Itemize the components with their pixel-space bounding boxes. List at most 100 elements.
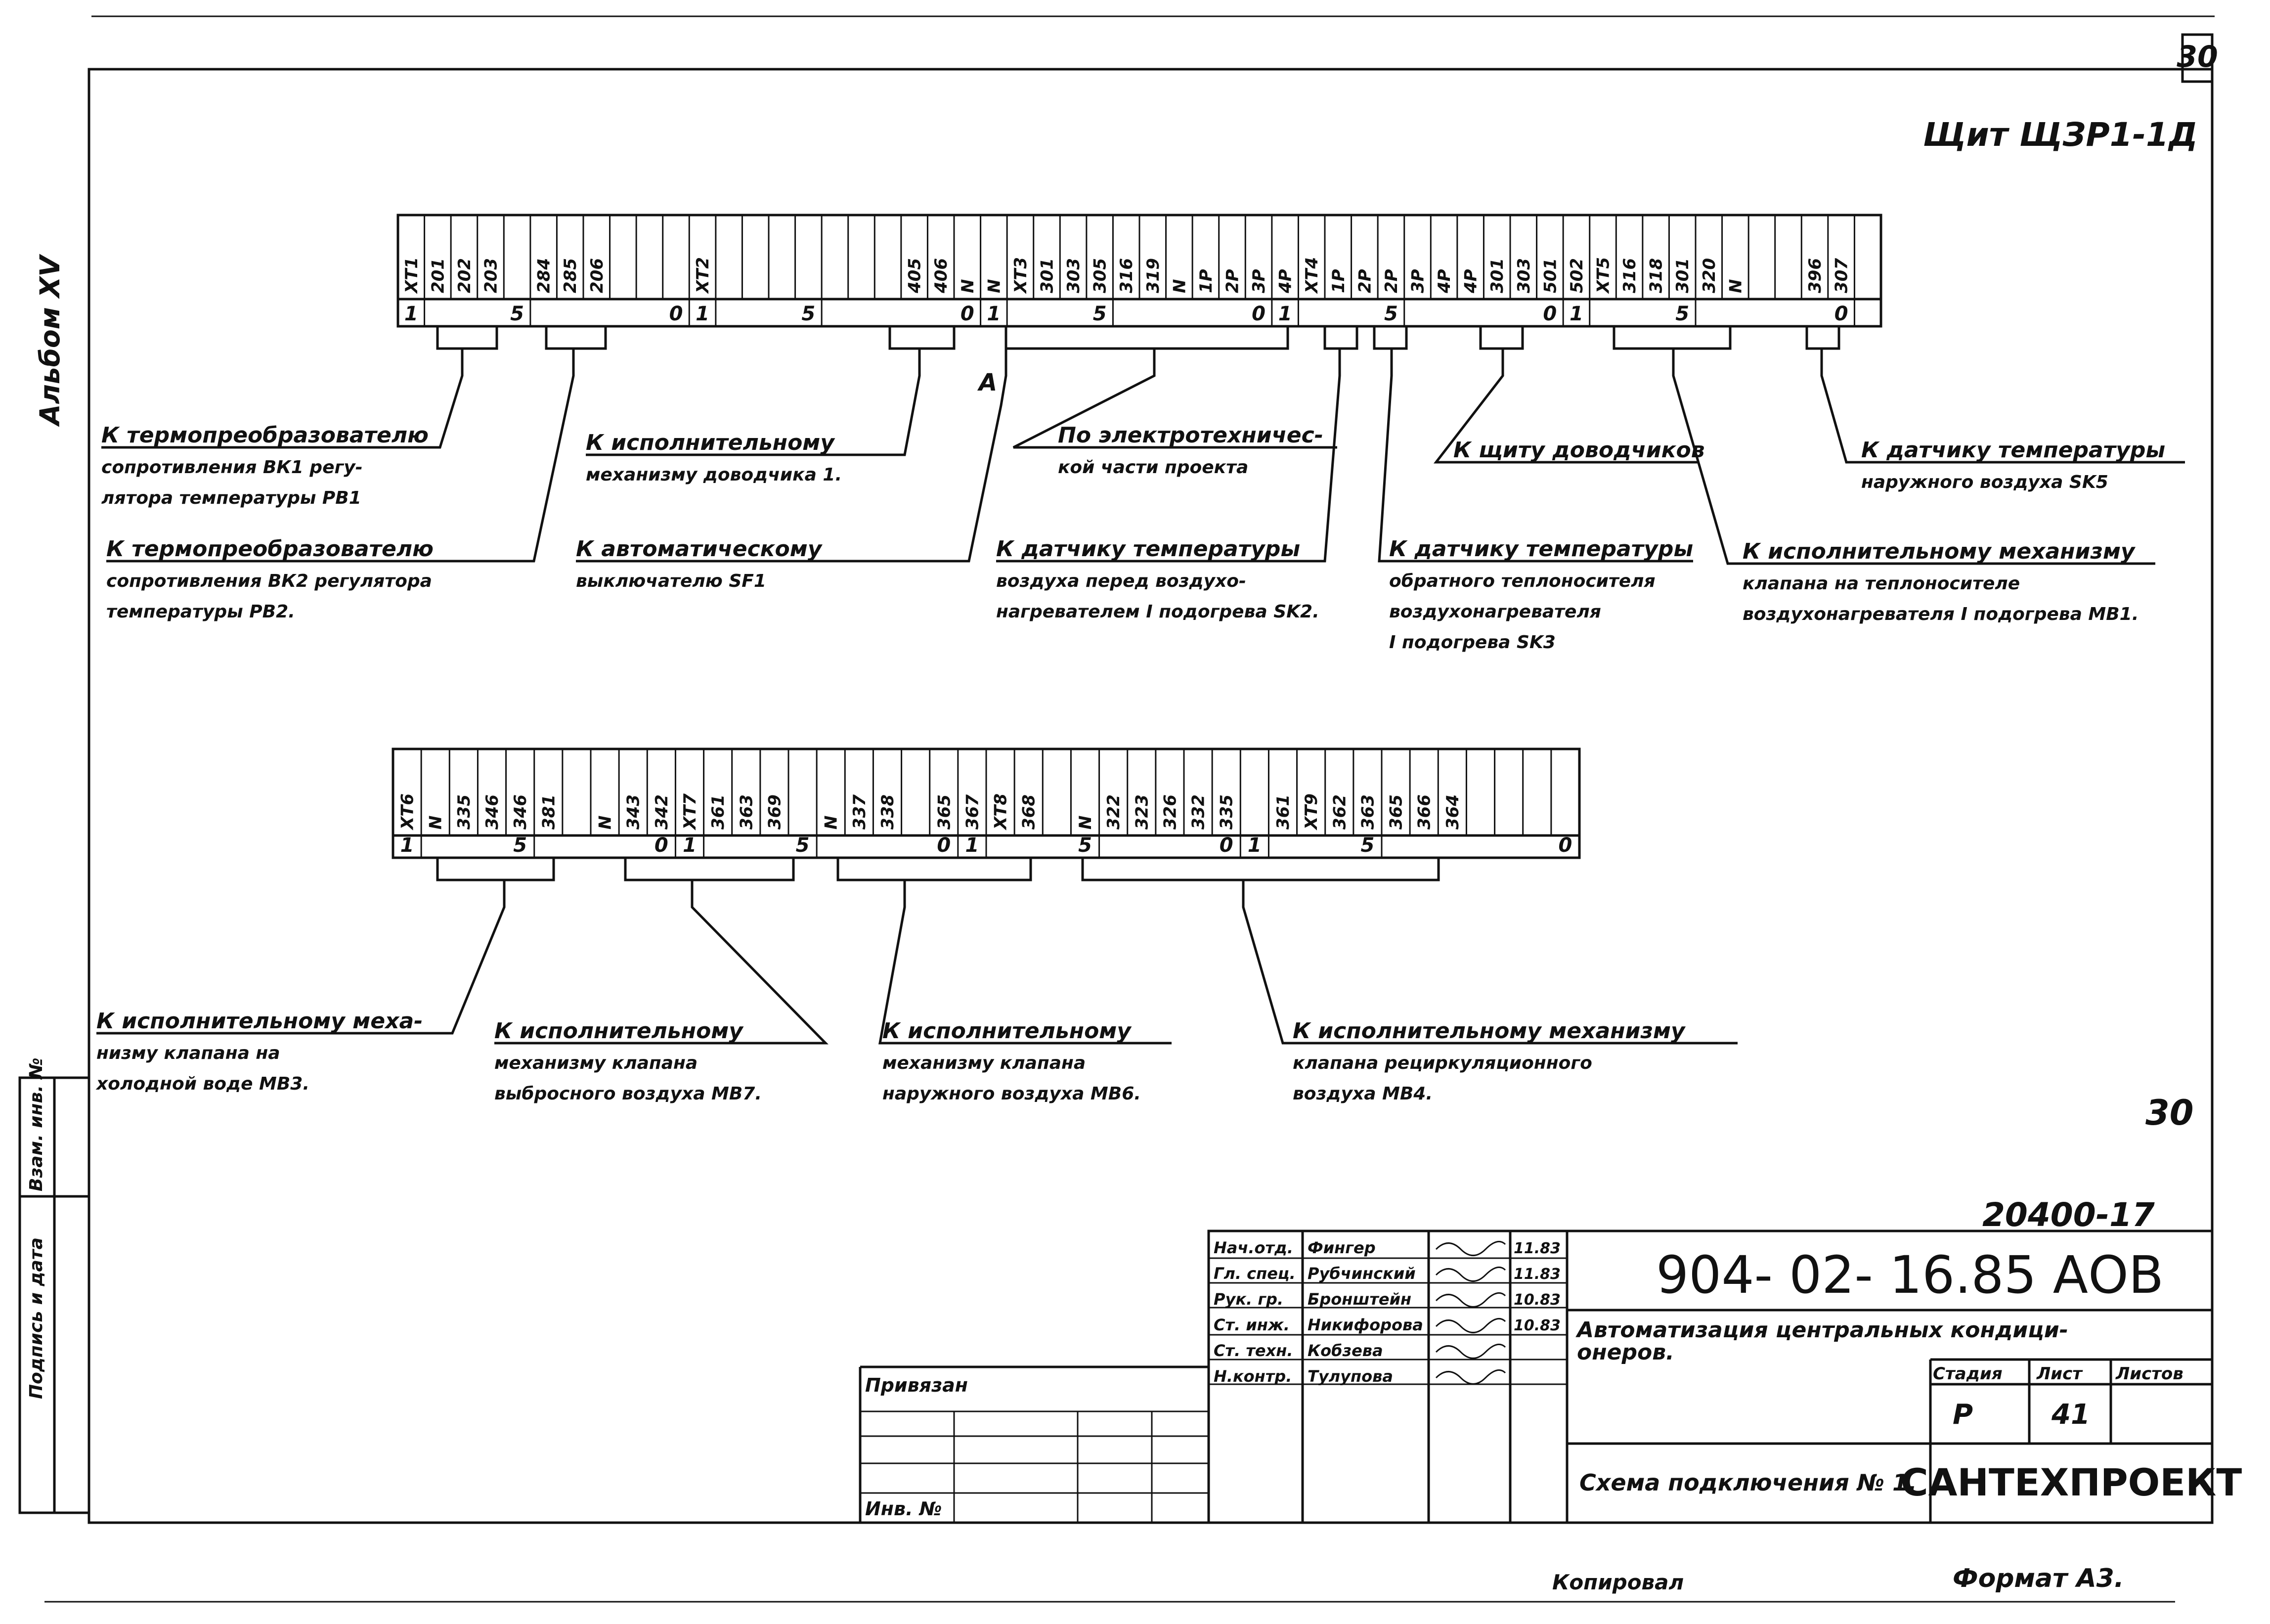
lower-terminal-label: 343 [624, 794, 644, 830]
cable-bundle-12 [836, 856, 1032, 881]
stage-value: Р [1953, 1399, 1973, 1431]
callout-c2-line: температуры РВ2. [106, 602, 295, 622]
drawing-code: 20400-17 [1982, 1196, 2155, 1234]
lower-terminal-label: XT8 [991, 793, 1011, 831]
upper-terminal-label: 3P [1408, 269, 1428, 293]
staff-date: 11.83 [1514, 1266, 1561, 1283]
lower-terminal-number: 1 [965, 834, 979, 857]
mid-page-number: 30 [2145, 1093, 2193, 1133]
callout-c2-line: К термопреобразователю [106, 536, 434, 562]
upper-terminal-number: 5 [1384, 303, 1398, 325]
upper-terminal-label: 316 [1620, 258, 1640, 293]
lower-terminal-label: 362 [1330, 794, 1350, 830]
lower-terminal-label: XT6 [398, 793, 418, 831]
title-block-frame [1207, 1229, 2214, 1524]
lower-terminal-number: 0 [1559, 834, 1572, 857]
upper-terminal-label: 405 [905, 258, 925, 294]
upper-terminal-label: N [1170, 279, 1189, 293]
lower-terminal-number: 5 [1361, 834, 1375, 857]
callout-d1-line: низму клапана на [96, 1043, 280, 1063]
callout-d4-line: воздуха МВ4. [1293, 1084, 1433, 1104]
lower-terminal-label: 365 [1387, 794, 1406, 830]
callout-d1-line: К исполнительному меха- [96, 1009, 423, 1034]
upper-terminal-label: XT3 [1011, 257, 1031, 294]
side-stamp-signature: Подпись и дата [26, 1237, 46, 1399]
lower-terminal-label: 337 [850, 794, 870, 830]
callout-d2-line: механизму клапана [494, 1053, 698, 1073]
lower-terminal-label: 346 [482, 794, 502, 830]
upper-terminal-label: XT4 [1302, 257, 1322, 294]
upper-terminal-number: 0 [1252, 303, 1266, 325]
callout-c4-line: К автоматическому [576, 536, 823, 562]
sheets-label: Листов [2115, 1364, 2183, 1384]
lower-terminal-label: 335 [454, 794, 474, 830]
callout-c6-line: нагревателем I подогрева SK2. [996, 602, 1319, 622]
callout-d3-line: механизму клапана [882, 1053, 1086, 1073]
side-stamp: Подпись и дата Взам. инв. № [18, 1057, 90, 1514]
lower-terminal-number: 0 [655, 834, 668, 857]
lower-terminal-number: 5 [796, 834, 810, 857]
upper-terminal-label: 203 [481, 258, 501, 293]
callout-c3-line: К исполнительному [586, 430, 835, 455]
lower-terminal-label: N [1076, 816, 1095, 830]
lower-terminal-label: 364 [1443, 794, 1463, 830]
lower-terminal-number: 0 [937, 834, 951, 857]
upper-terminal-label: 396 [1805, 258, 1825, 293]
lower-leaders [96, 856, 1738, 1045]
page-number-box [2181, 33, 2214, 83]
callout-c8-line: воздухонагревателя [1389, 602, 1601, 622]
upper-terminal-label: 501 [1540, 258, 1560, 293]
upper-terminal-label: 1P [1196, 269, 1216, 293]
upper-terminal-label: 4P [1276, 269, 1296, 294]
lower-terminal-label: 322 [1104, 794, 1124, 830]
staff-role: Ст. инж. [1214, 1316, 1290, 1334]
callout-c8-line: I подогрева SK3 [1389, 632, 1556, 653]
cable-bundle-1 [436, 325, 498, 350]
lower-terminal-number: 5 [513, 834, 527, 857]
upper-terminal-label: XT5 [1594, 257, 1614, 294]
leader-d2 [494, 880, 829, 1045]
callout-c6-line: воздуха перед воздухо- [996, 571, 1246, 591]
privyazan-label: Привязан [865, 1374, 968, 1396]
staff-name: Рубчинский [1308, 1264, 1416, 1283]
lower-terminal-number: 1 [1248, 834, 1262, 857]
upper-terminal-label: 4P [1435, 269, 1454, 294]
upper-terminal-label: 305 [1091, 258, 1110, 293]
lower-terminal-label: 323 [1132, 794, 1152, 830]
callout-c5-line: По электротехничес- [1058, 423, 1323, 448]
upper-terminal-label: 320 [1700, 258, 1719, 293]
leader-c10 [1672, 349, 2155, 565]
upper-terminal-number: 1 [1278, 303, 1292, 325]
lower-terminal-label: N [596, 816, 615, 830]
leader-d4 [1242, 880, 1738, 1045]
callout-c1-line: К термопреобразователю [101, 423, 429, 448]
staff-role: Рук. гр. [1214, 1290, 1283, 1309]
callout-c6-line: К датчику температуры [996, 536, 1300, 562]
lower-terminal-number: 5 [1078, 834, 1092, 857]
callout-c4-line: выключателю SF1 [576, 571, 766, 591]
callout-c3-line: механизму доводчика 1. [586, 465, 842, 485]
lower-terminal-label: 363 [1358, 794, 1378, 830]
staff-role: Гл. спец. [1214, 1264, 1296, 1283]
callout-c5-line: кой части проекта [1058, 457, 1248, 478]
upper-terminal-label: 206 [587, 258, 607, 293]
organization: САНТЕХПРОЕКТ [1901, 1460, 2242, 1504]
lower-terminal-label: XT7 [680, 793, 700, 831]
sheet-label: Лист [2036, 1364, 2083, 1384]
upper-terminal-label: 2P [1355, 269, 1375, 293]
callout-c10-line: К исполнительному механизму [1743, 539, 2136, 564]
lower-terminal-label: 361 [1273, 794, 1293, 830]
side-stamp-inventory: Взам. инв. № [26, 1057, 46, 1191]
upper-terminal-label: 2P [1382, 269, 1401, 293]
inventory-label: Инв. № [865, 1498, 942, 1520]
upper-terminal-label: 3P [1249, 269, 1269, 293]
staff-name: Никифорова [1308, 1316, 1423, 1334]
staff-date: 10.83 [1514, 1291, 1561, 1309]
title-block [859, 1229, 2214, 1524]
upper-terminal-label: 502 [1567, 258, 1587, 293]
lower-terminal-label: N [426, 816, 446, 830]
upper-terminal-label: 303 [1514, 258, 1534, 293]
upper-terminal-label: 1P [1329, 269, 1349, 293]
